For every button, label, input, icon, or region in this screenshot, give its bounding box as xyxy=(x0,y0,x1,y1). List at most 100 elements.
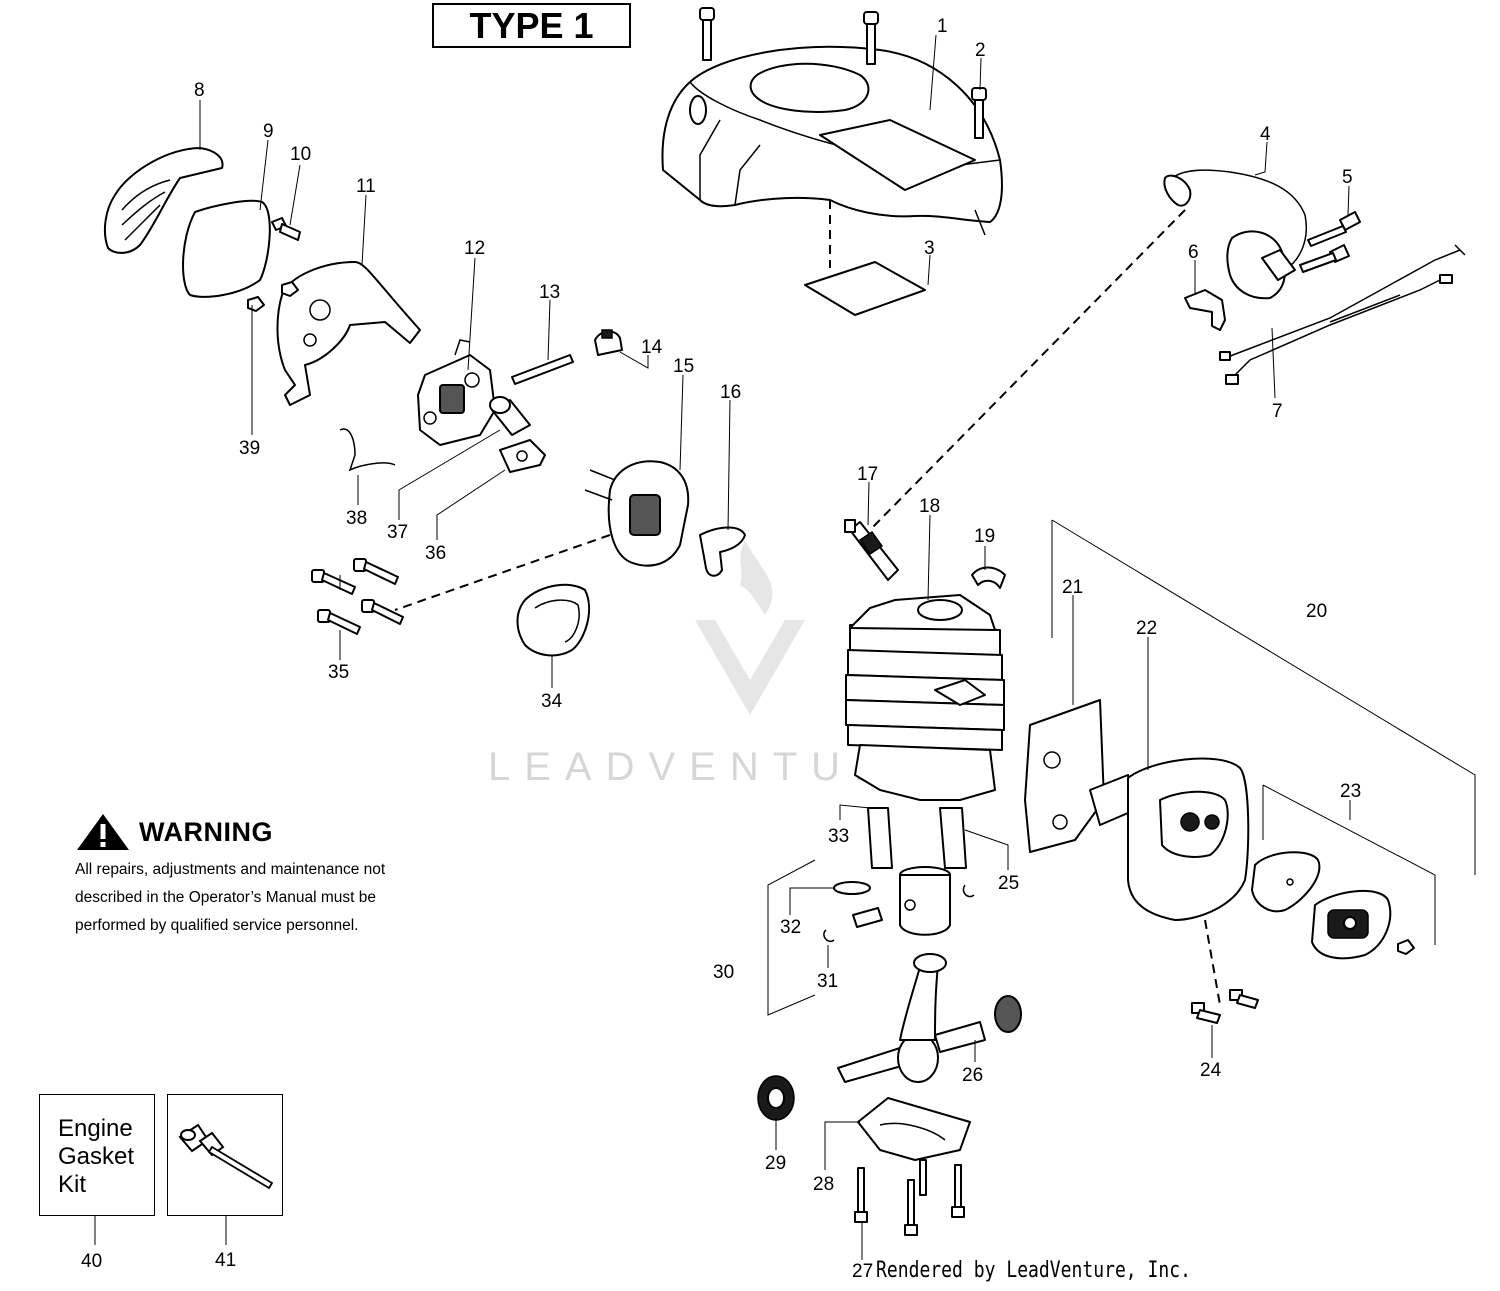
callout-9: 9 xyxy=(263,121,274,142)
part-piston xyxy=(899,866,951,936)
part-gasket-16 xyxy=(699,526,746,577)
callout-28: 28 xyxy=(813,1174,834,1195)
callout-7: 7 xyxy=(1272,401,1283,422)
kit-label-line: Gasket xyxy=(58,1143,135,1170)
callout-34: 34 xyxy=(541,691,563,712)
part-spark-plug xyxy=(844,519,899,581)
part-crankshaft xyxy=(837,953,1022,1083)
part-clip-19 xyxy=(971,566,1006,589)
warning-text: All repairs, adjustments and maintenance… xyxy=(75,856,435,940)
callout-36: 36 xyxy=(425,543,446,564)
part-wire-harness xyxy=(1219,244,1466,385)
callout-22: 22 xyxy=(1136,618,1157,639)
part-spacer xyxy=(489,396,531,436)
part-intake-boot xyxy=(516,583,590,657)
callout-3: 3 xyxy=(924,238,935,259)
callout-29: 29 xyxy=(765,1153,786,1174)
warning-notice: WARNING All repairs, adjustments and mai… xyxy=(75,812,435,940)
callout-33: 33 xyxy=(828,826,849,847)
warning-title: WARNING xyxy=(139,816,273,847)
page-title: TYPE 1 xyxy=(469,4,594,46)
part-muffler-bolts-24 xyxy=(1191,989,1259,1024)
callout-39: 39 xyxy=(239,438,260,459)
callout-25: 25 xyxy=(998,873,1019,894)
part-air-filter-cover xyxy=(103,147,224,254)
part-intake-adapter xyxy=(394,460,690,611)
callout-38: 38 xyxy=(346,508,367,529)
callout-13: 13 xyxy=(539,282,560,303)
callout-20: 20 xyxy=(1306,601,1327,622)
callout-8: 8 xyxy=(194,80,205,101)
part-piston-ring xyxy=(833,881,871,895)
callout-35: 35 xyxy=(328,662,349,683)
part-carburetor xyxy=(417,339,496,446)
part-wire-38 xyxy=(339,428,396,472)
callout-16: 16 xyxy=(720,382,741,403)
engine-gasket-kit-box: Engine Gasket Kit xyxy=(39,1094,155,1216)
part-primer xyxy=(594,329,623,356)
part-bolts-35 xyxy=(311,558,404,635)
watermark-logo xyxy=(695,540,805,715)
part-circlip-31 xyxy=(823,929,835,942)
cover-screws xyxy=(699,7,987,139)
type-title-box: TYPE 1 xyxy=(432,3,631,48)
warning-triangle-icon xyxy=(77,814,129,850)
callout-5: 5 xyxy=(1342,167,1353,188)
callout-21: 21 xyxy=(1062,577,1083,598)
part-ignition-screws xyxy=(1299,211,1361,273)
callout-2: 2 xyxy=(975,40,986,61)
part-wrist-pin xyxy=(852,907,883,928)
warning-line: described in the Operator’s Manual must … xyxy=(75,889,376,906)
gasket-hole xyxy=(1052,814,1068,830)
scrench-tool-box xyxy=(167,1094,283,1216)
kit-label-line: Kit xyxy=(58,1171,87,1198)
callout-12: 12 xyxy=(464,238,485,259)
callout-4: 4 xyxy=(1260,124,1271,145)
part-fuel-line xyxy=(511,354,574,385)
part-muffler-cover xyxy=(1311,889,1392,960)
part-circlip-25b xyxy=(962,884,975,898)
render-credit: Rendered by LeadVenture, Inc. xyxy=(876,1258,1191,1283)
part-crankcase-half xyxy=(857,1097,971,1161)
part-cylinder xyxy=(845,594,1005,801)
part-bearing-29 xyxy=(757,1075,795,1121)
part-cover-pad xyxy=(804,261,926,316)
callout-41: 41 xyxy=(215,1250,236,1271)
callout-14: 14 xyxy=(641,337,663,358)
callout-17: 17 xyxy=(857,464,878,485)
callout-18: 18 xyxy=(919,496,940,517)
callout-27: 27 xyxy=(852,1261,873,1282)
warning-line: All repairs, adjustments and maintenance… xyxy=(75,861,386,878)
watermark-text: LEADVENTURE xyxy=(488,745,938,789)
callout-numbers: 1 2 3 4 5 6 7 8 9 10 11 12 13 14 15 16 1… xyxy=(81,16,1361,1282)
callout-32: 32 xyxy=(780,917,801,938)
gasket-hole xyxy=(1043,751,1061,769)
callout-1: 1 xyxy=(937,16,948,37)
callout-24: 24 xyxy=(1200,1060,1222,1081)
callout-23: 23 xyxy=(1340,781,1361,802)
warning-header: WARNING xyxy=(75,812,435,852)
part-ground-clip xyxy=(1184,289,1226,331)
warning-line: performed by qualified service personnel… xyxy=(75,917,359,934)
part-filter-bracket xyxy=(276,261,421,406)
kit-label-line: Engine xyxy=(58,1115,133,1142)
part-ignition-module xyxy=(869,169,1307,531)
part-air-filter xyxy=(182,199,271,298)
part-spark-screen xyxy=(1251,851,1321,913)
part-case-screws-27 xyxy=(854,1159,965,1236)
part-top-cover xyxy=(661,45,1003,268)
leader-lines xyxy=(94,34,1476,1260)
callout-15: 15 xyxy=(673,356,694,377)
callout-31: 31 xyxy=(817,971,838,992)
part-nut-23 xyxy=(1397,939,1415,955)
scrench-tool-icon xyxy=(178,1123,274,1190)
callout-6: 6 xyxy=(1188,242,1199,263)
callout-30: 30 xyxy=(713,962,734,983)
callout-10: 10 xyxy=(290,144,311,165)
part-filter-screw xyxy=(271,217,301,241)
callout-11: 11 xyxy=(356,176,376,197)
callout-40: 40 xyxy=(81,1251,102,1272)
part-muffler xyxy=(1089,757,1250,1006)
callout-19: 19 xyxy=(974,526,995,547)
